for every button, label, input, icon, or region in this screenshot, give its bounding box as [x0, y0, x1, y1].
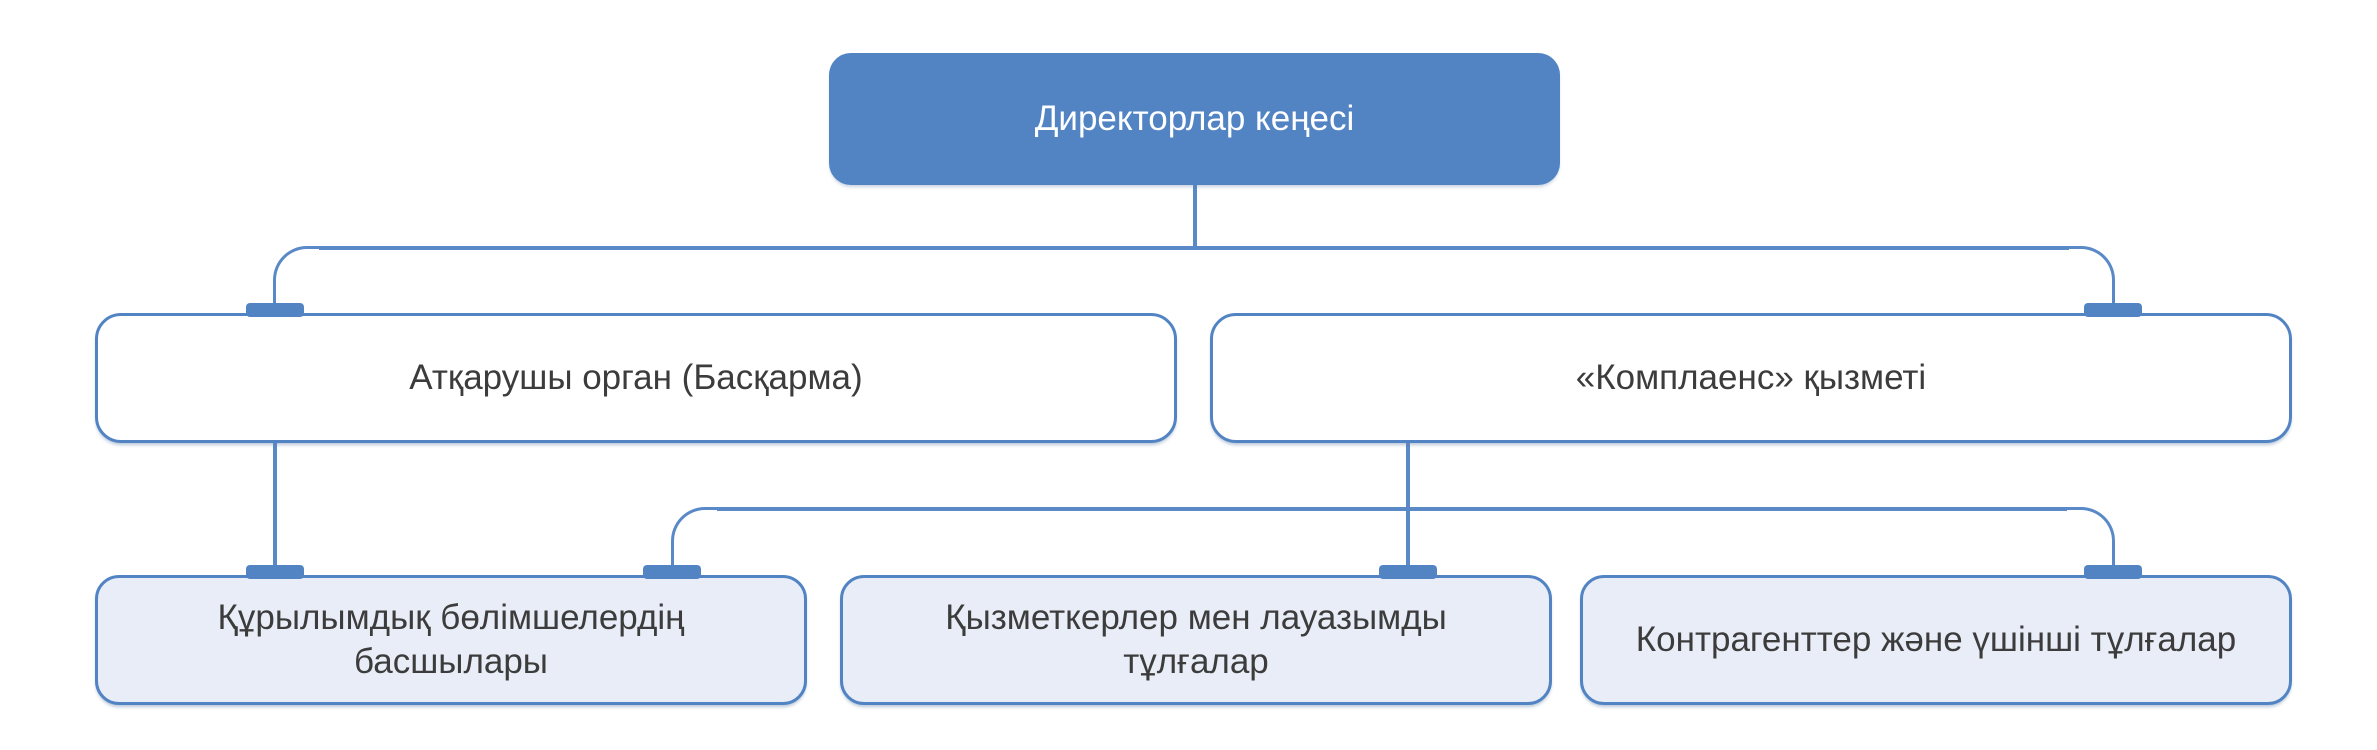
connection-stub-compliance — [2084, 303, 2142, 317]
node-employees-officials[interactable]: Қызметкерлер мен лауазымды тұлғалар — [840, 575, 1552, 705]
connector-board-rail-right-corner — [2067, 246, 2115, 313]
node-label: Құрылымдық бөлімшелердің басшылары — [217, 598, 685, 681]
connection-stub-dept-heads-from-executive — [246, 565, 304, 579]
connector-board-stem — [1193, 185, 1197, 250]
node-label: Директорлар кеңесі — [1034, 99, 1355, 139]
connection-stub-executive — [246, 303, 304, 317]
connector-compliance-rail-left-corner — [671, 507, 719, 575]
node-compliance-service[interactable]: «Комплаенс» қызметі — [1210, 313, 2292, 443]
node-label: Контрагенттер және үшінші тұлғалар — [1635, 620, 2237, 660]
node-counterparties-third-parties[interactable]: Контрагенттер және үшінші тұлғалар — [1580, 575, 2292, 705]
connector-board-rail — [319, 246, 2069, 250]
node-board-of-directors[interactable]: Директорлар кеңесі — [829, 53, 1560, 185]
node-label: Қызметкерлер мен лауазымды тұлғалар — [945, 598, 1447, 681]
node-executive-body[interactable]: Атқарушы орган (Басқарма) — [95, 313, 1177, 443]
connection-stub-employees — [1379, 565, 1437, 579]
connector-compliance-rail-right-corner — [2067, 507, 2115, 575]
node-label: Атқарушы орган (Басқарма) — [409, 358, 863, 398]
connection-stub-dept-heads-from-compliance — [643, 565, 701, 579]
connector-executive-to-dept-heads — [273, 443, 277, 575]
connector-compliance-rail — [717, 507, 2067, 511]
node-department-heads[interactable]: Құрылымдық бөлімшелердің басшылары — [95, 575, 807, 705]
connector-board-rail-left-corner — [273, 246, 321, 313]
node-label: «Комплаенс» қызметі — [1575, 358, 1927, 398]
connection-stub-counterparties — [2084, 565, 2142, 579]
